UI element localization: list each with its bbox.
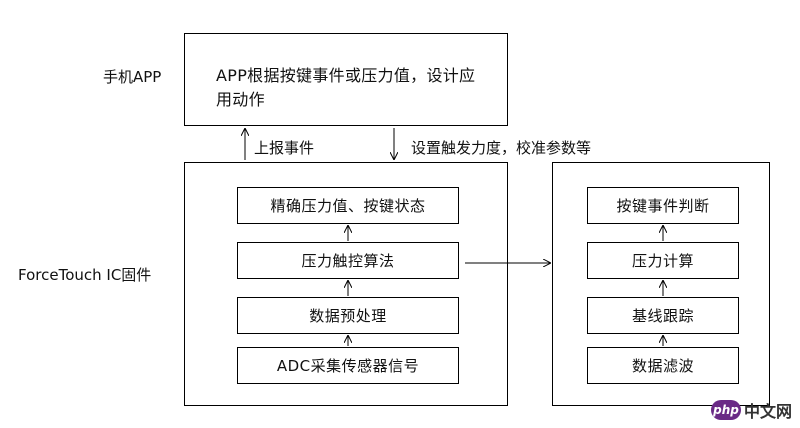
step-precise-pressure-state: 精确压力值、按键状态 bbox=[237, 187, 459, 224]
app-box-text: APP根据按键事件或压力值，设计应用动作 bbox=[216, 66, 476, 109]
step-pressure-calc: 压力计算 bbox=[587, 242, 739, 279]
phone-app-label: 手机APP bbox=[103, 68, 162, 86]
watermark: php 中文网 bbox=[710, 398, 792, 422]
step-key-event-judge: 按键事件判断 bbox=[587, 187, 739, 224]
watermark-text: 中文网 bbox=[743, 402, 792, 421]
php-logo-icon: php bbox=[710, 400, 741, 420]
app-box bbox=[184, 33, 508, 126]
step-baseline-tracking: 基线跟踪 bbox=[587, 297, 739, 334]
step-data-preprocess: 数据预处理 bbox=[237, 297, 459, 334]
set-params-label: 设置触发力度，校准参数等 bbox=[411, 139, 592, 157]
step-data-filter: 数据滤波 bbox=[587, 347, 739, 384]
step-adc-sampling: ADC采集传感器信号 bbox=[237, 347, 459, 384]
report-event-label: 上报事件 bbox=[254, 139, 315, 157]
firmware-label: ForceTouch IC固件 bbox=[18, 266, 152, 284]
step-pressure-algorithm: 压力触控算法 bbox=[237, 242, 459, 279]
